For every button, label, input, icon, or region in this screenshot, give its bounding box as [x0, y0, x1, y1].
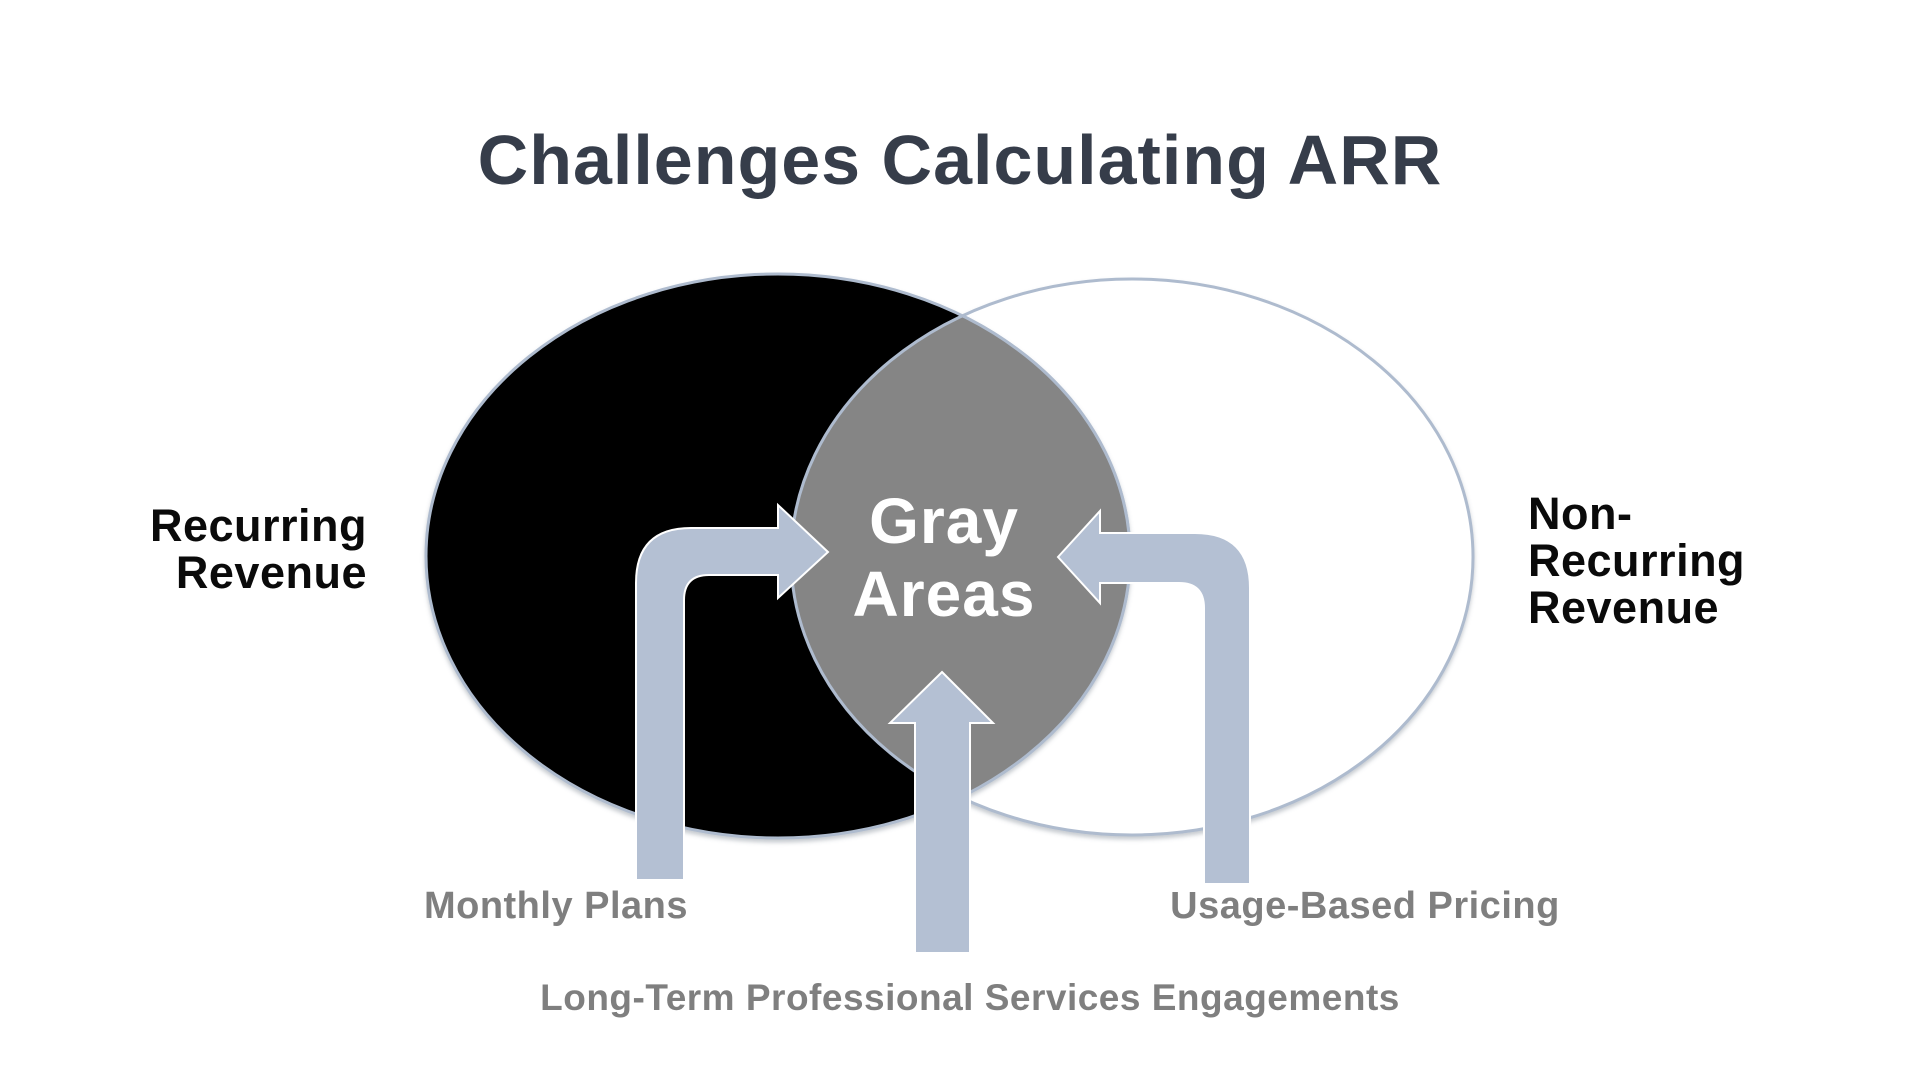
arrow-long-term-services	[887, 670, 996, 954]
left-set-label-line1: Recurring	[149, 500, 367, 551]
overlap-label: Gray Areas	[644, 485, 1244, 631]
left-set-label-line2: Revenue	[175, 547, 367, 598]
right-set-label-line1: Non-	[1528, 488, 1633, 539]
overlap-label-line2: Areas	[852, 558, 1036, 630]
left-set-label: Recurring Revenue	[150, 502, 367, 596]
annotation-usage-based-pricing: Usage-Based Pricing	[1170, 885, 1560, 927]
arrow-monthly-plans	[635, 502, 830, 881]
overlap-label-line1: Gray	[869, 485, 1019, 557]
right-set-label-line2: Recurring	[1528, 535, 1746, 586]
right-set-label-line3: Revenue	[1528, 582, 1720, 633]
page-title: Challenges Calculating ARR	[477, 121, 1443, 199]
right-set-label: Non- Recurring Revenue	[1528, 490, 1745, 631]
arrow-usage-based-pricing	[1056, 508, 1251, 885]
annotation-long-term-services: Long-Term Professional Services Engageme…	[540, 977, 1400, 1018]
annotation-monthly-plans: Monthly Plans	[423, 885, 689, 927]
